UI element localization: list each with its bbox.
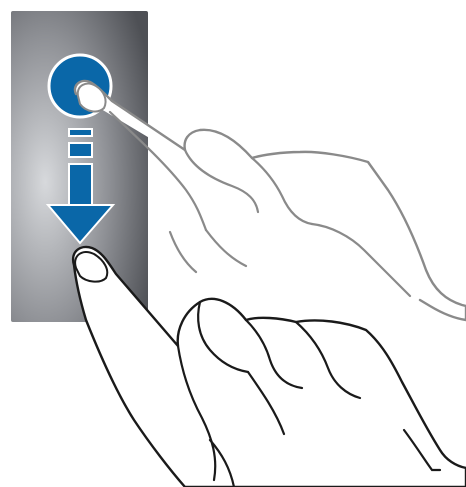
gesture-canvas [0,0,466,487]
drag-gesture-illustration [0,0,466,487]
